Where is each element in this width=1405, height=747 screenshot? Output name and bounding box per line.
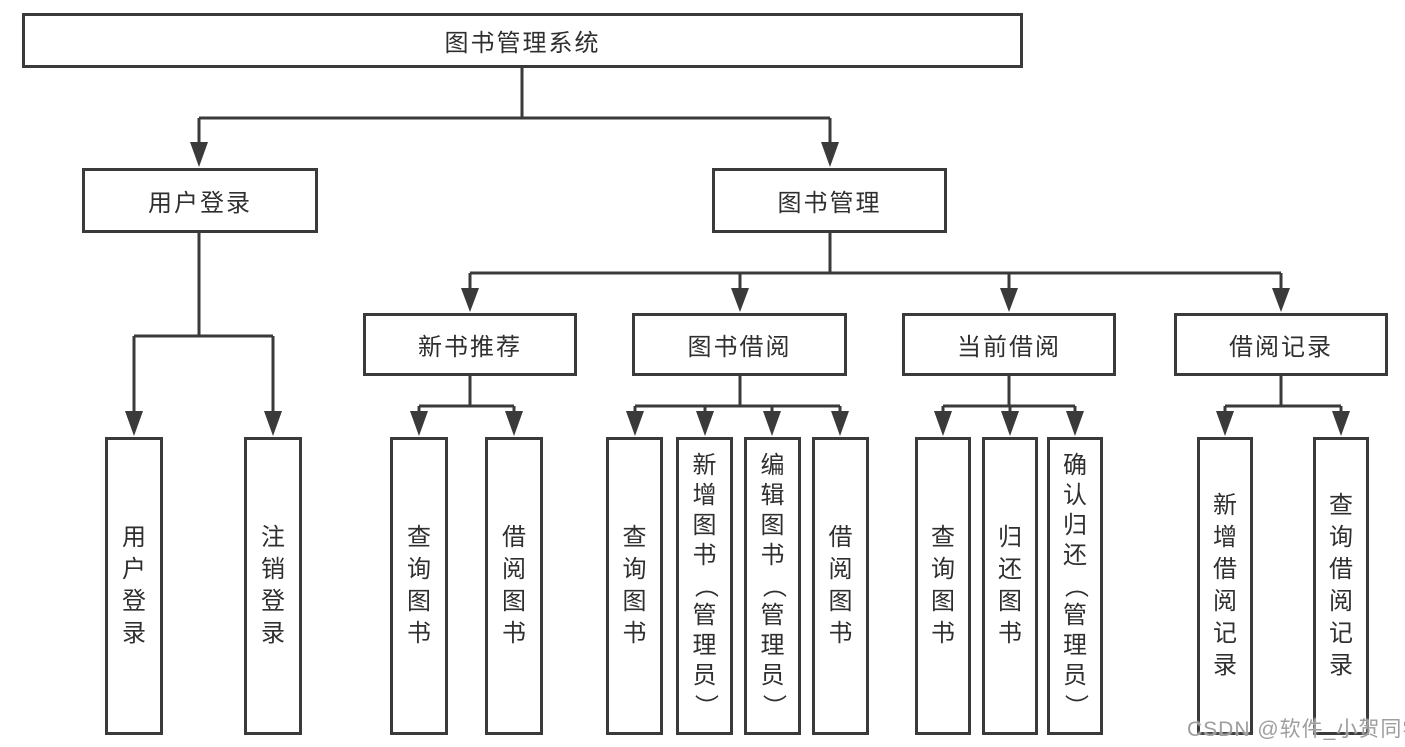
leaf-add-books-admin: 新增图书（管理员）: [676, 437, 733, 735]
leaf-borrow-books-1: 借阅图书: [485, 437, 543, 735]
arrowheads: [125, 142, 1350, 436]
leaf-borrow-books-2: 借阅图书: [812, 437, 869, 735]
node-book-management: 图书管理: [712, 168, 947, 233]
node-label: 用户登录: [148, 190, 252, 217]
node-library-management-system: 图书管理系统: [22, 13, 1023, 68]
leaf-edit-books-admin: 编辑图书（管理员）: [744, 437, 801, 735]
leaf-query-books-1: 查询图书: [390, 437, 448, 735]
node-label: 查询图书: [407, 524, 431, 647]
leaf-add-borrow-record: 新增借阅记录: [1197, 437, 1253, 735]
node-label: 新增借阅记录: [1213, 492, 1237, 679]
node-label: 归还图书: [998, 524, 1022, 647]
node-borrowing-records: 借阅记录: [1174, 313, 1388, 376]
leaf-logout: 注销登录: [244, 437, 302, 735]
node-label: 编辑图书（管理员）: [759, 452, 787, 719]
node-label: 新书推荐: [418, 334, 522, 361]
node-label: 图书管理系统: [444, 30, 601, 57]
node-new-book-recommend: 新书推荐: [363, 313, 577, 376]
node-label: 用户登录: [122, 524, 146, 647]
leaf-return-books: 归还图书: [982, 437, 1038, 735]
node-label: 查询借阅记录: [1329, 492, 1353, 679]
node-label: 查询图书: [931, 524, 955, 647]
node-label: 图书管理: [777, 190, 882, 217]
node-label: 注销登录: [261, 524, 285, 647]
node-label: 新增图书（管理员）: [691, 452, 719, 719]
node-book-borrowing: 图书借阅: [632, 313, 847, 376]
leaf-query-books-3: 查询图书: [915, 437, 971, 735]
node-current-borrowing: 当前借阅: [902, 313, 1116, 376]
node-label: 当前借阅: [957, 334, 1061, 361]
node-label: 借阅图书: [502, 524, 526, 647]
node-label: 确认归还（管理员）: [1062, 452, 1089, 719]
leaf-confirm-return-admin: 确认归还（管理员）: [1047, 437, 1103, 735]
leaf-query-borrow-record: 查询借阅记录: [1313, 437, 1369, 735]
node-label: 图书借阅: [687, 334, 792, 361]
node-label: 借阅图书: [828, 524, 853, 647]
leaf-user-login: 用户登录: [105, 437, 163, 735]
node-label: 借阅记录: [1229, 334, 1333, 361]
csdn-watermark: CSDN @软件_小贺同学: [1187, 718, 1405, 741]
node-user-login: 用户登录: [82, 168, 318, 233]
leaf-query-books-2: 查询图书: [606, 437, 663, 735]
node-label: 查询图书: [622, 524, 647, 647]
